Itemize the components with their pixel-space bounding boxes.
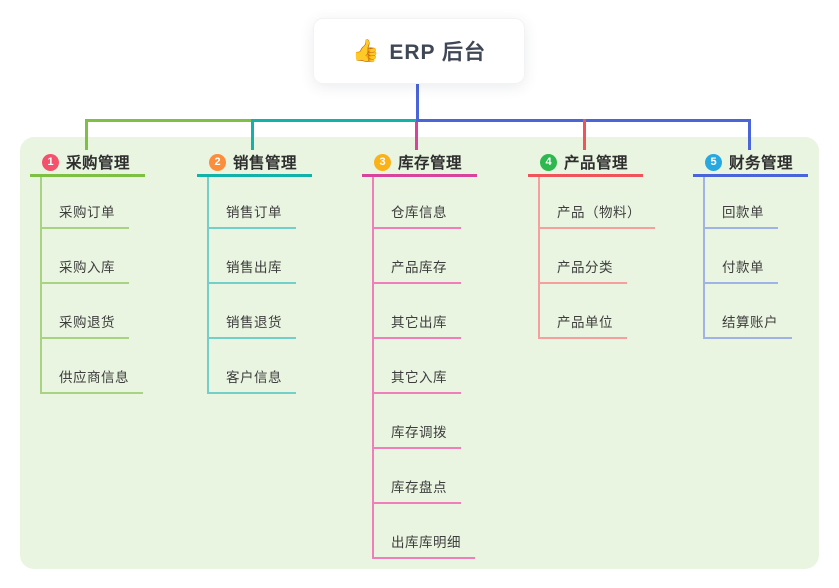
branch-underline (197, 174, 312, 177)
branch-underline (362, 174, 477, 177)
branch-header[interactable]: 2 销售管理 (197, 150, 312, 174)
branch-header[interactable]: 3 库存管理 (362, 150, 477, 174)
branch-node-2[interactable]: 2 销售管理 销售订单销售出库销售退货客户信息 (197, 150, 312, 394)
drop-connector-branch2 (251, 119, 254, 150)
branch-item-list: 采购订单采购入库采购退货供应商信息 (40, 177, 143, 394)
branch-label: 产品管理 (564, 155, 629, 172)
branch-number-badge: 4 (540, 153, 557, 171)
drop-connector-branch1 (85, 119, 88, 150)
horizontal-connector-branch2 (251, 119, 418, 122)
branch-item-list: 销售订单销售出库销售退货客户信息 (207, 177, 296, 394)
root-connector-line (416, 84, 419, 122)
branch-item[interactable]: 结算账户 (705, 284, 792, 339)
branch-label: 财务管理 (729, 155, 794, 172)
branch-item[interactable]: 采购订单 (42, 177, 129, 229)
branch-label: 销售管理 (233, 155, 298, 172)
branch-underline (693, 174, 808, 177)
horizontal-connector-branch1 (85, 119, 253, 122)
branch-label: 库存管理 (398, 155, 463, 172)
branch-header[interactable]: 1 采购管理 (30, 150, 145, 174)
branch-item[interactable]: 库存调拨 (374, 394, 461, 449)
root-node[interactable]: 👍 ERP 后台 (313, 18, 525, 84)
branch-number-badge: 5 (705, 153, 722, 171)
branch-node-5[interactable]: 5 财务管理 回款单付款单结算账户 (693, 150, 808, 339)
drop-connector-branch3 (415, 122, 418, 150)
branch-item[interactable]: 其它出库 (374, 284, 461, 339)
branch-item[interactable]: 出库库明细 (374, 504, 475, 559)
branch-header[interactable]: 4 产品管理 (528, 150, 655, 174)
branch-number-badge: 1 (42, 153, 59, 171)
branch-underline (528, 174, 643, 177)
branch-header[interactable]: 5 财务管理 (693, 150, 808, 174)
branch-label: 采购管理 (66, 155, 131, 172)
branch-node-1[interactable]: 1 采购管理 采购订单采购入库采购退货供应商信息 (30, 150, 145, 394)
branch-underline (30, 174, 145, 177)
branch-item[interactable]: 产品（物料） (540, 177, 655, 229)
branch-number-badge: 3 (374, 153, 391, 171)
branch-item[interactable]: 供应商信息 (42, 339, 143, 394)
branch-item[interactable]: 仓库信息 (374, 177, 461, 229)
branch-item-list: 产品（物料）产品分类产品单位 (538, 177, 655, 339)
branches-background-panel (20, 137, 819, 569)
thumbs-up-icon: 👍 (351, 38, 380, 63)
branch-node-4[interactable]: 4 产品管理 产品（物料）产品分类产品单位 (528, 150, 655, 339)
drop-connector-branch4 (583, 119, 586, 150)
branch-node-3[interactable]: 3 库存管理 仓库信息产品库存其它出库其它入库库存调拨库存盘点出库库明细 (362, 150, 477, 559)
branch-item[interactable]: 其它入库 (374, 339, 461, 394)
branch-item[interactable]: 销售退货 (209, 284, 296, 339)
branch-item[interactable]: 回款单 (705, 177, 778, 229)
branch-item[interactable]: 客户信息 (209, 339, 296, 394)
branch-item[interactable]: 产品分类 (540, 229, 627, 284)
branch-item-list: 仓库信息产品库存其它出库其它入库库存调拨库存盘点出库库明细 (372, 177, 475, 559)
branch-item[interactable]: 销售出库 (209, 229, 296, 284)
branch-item[interactable]: 销售订单 (209, 177, 296, 229)
branch-item[interactable]: 采购退货 (42, 284, 129, 339)
branch-item[interactable]: 付款单 (705, 229, 778, 284)
branch-item-list: 回款单付款单结算账户 (703, 177, 792, 339)
branch-item[interactable]: 产品库存 (374, 229, 461, 284)
branch-item[interactable]: 采购入库 (42, 229, 129, 284)
drop-connector-branch5 (748, 119, 751, 150)
branch-number-badge: 2 (209, 153, 226, 171)
root-node-label: ERP 后台 (389, 41, 487, 64)
branch-item[interactable]: 产品单位 (540, 284, 627, 339)
branch-item[interactable]: 库存盘点 (374, 449, 461, 504)
